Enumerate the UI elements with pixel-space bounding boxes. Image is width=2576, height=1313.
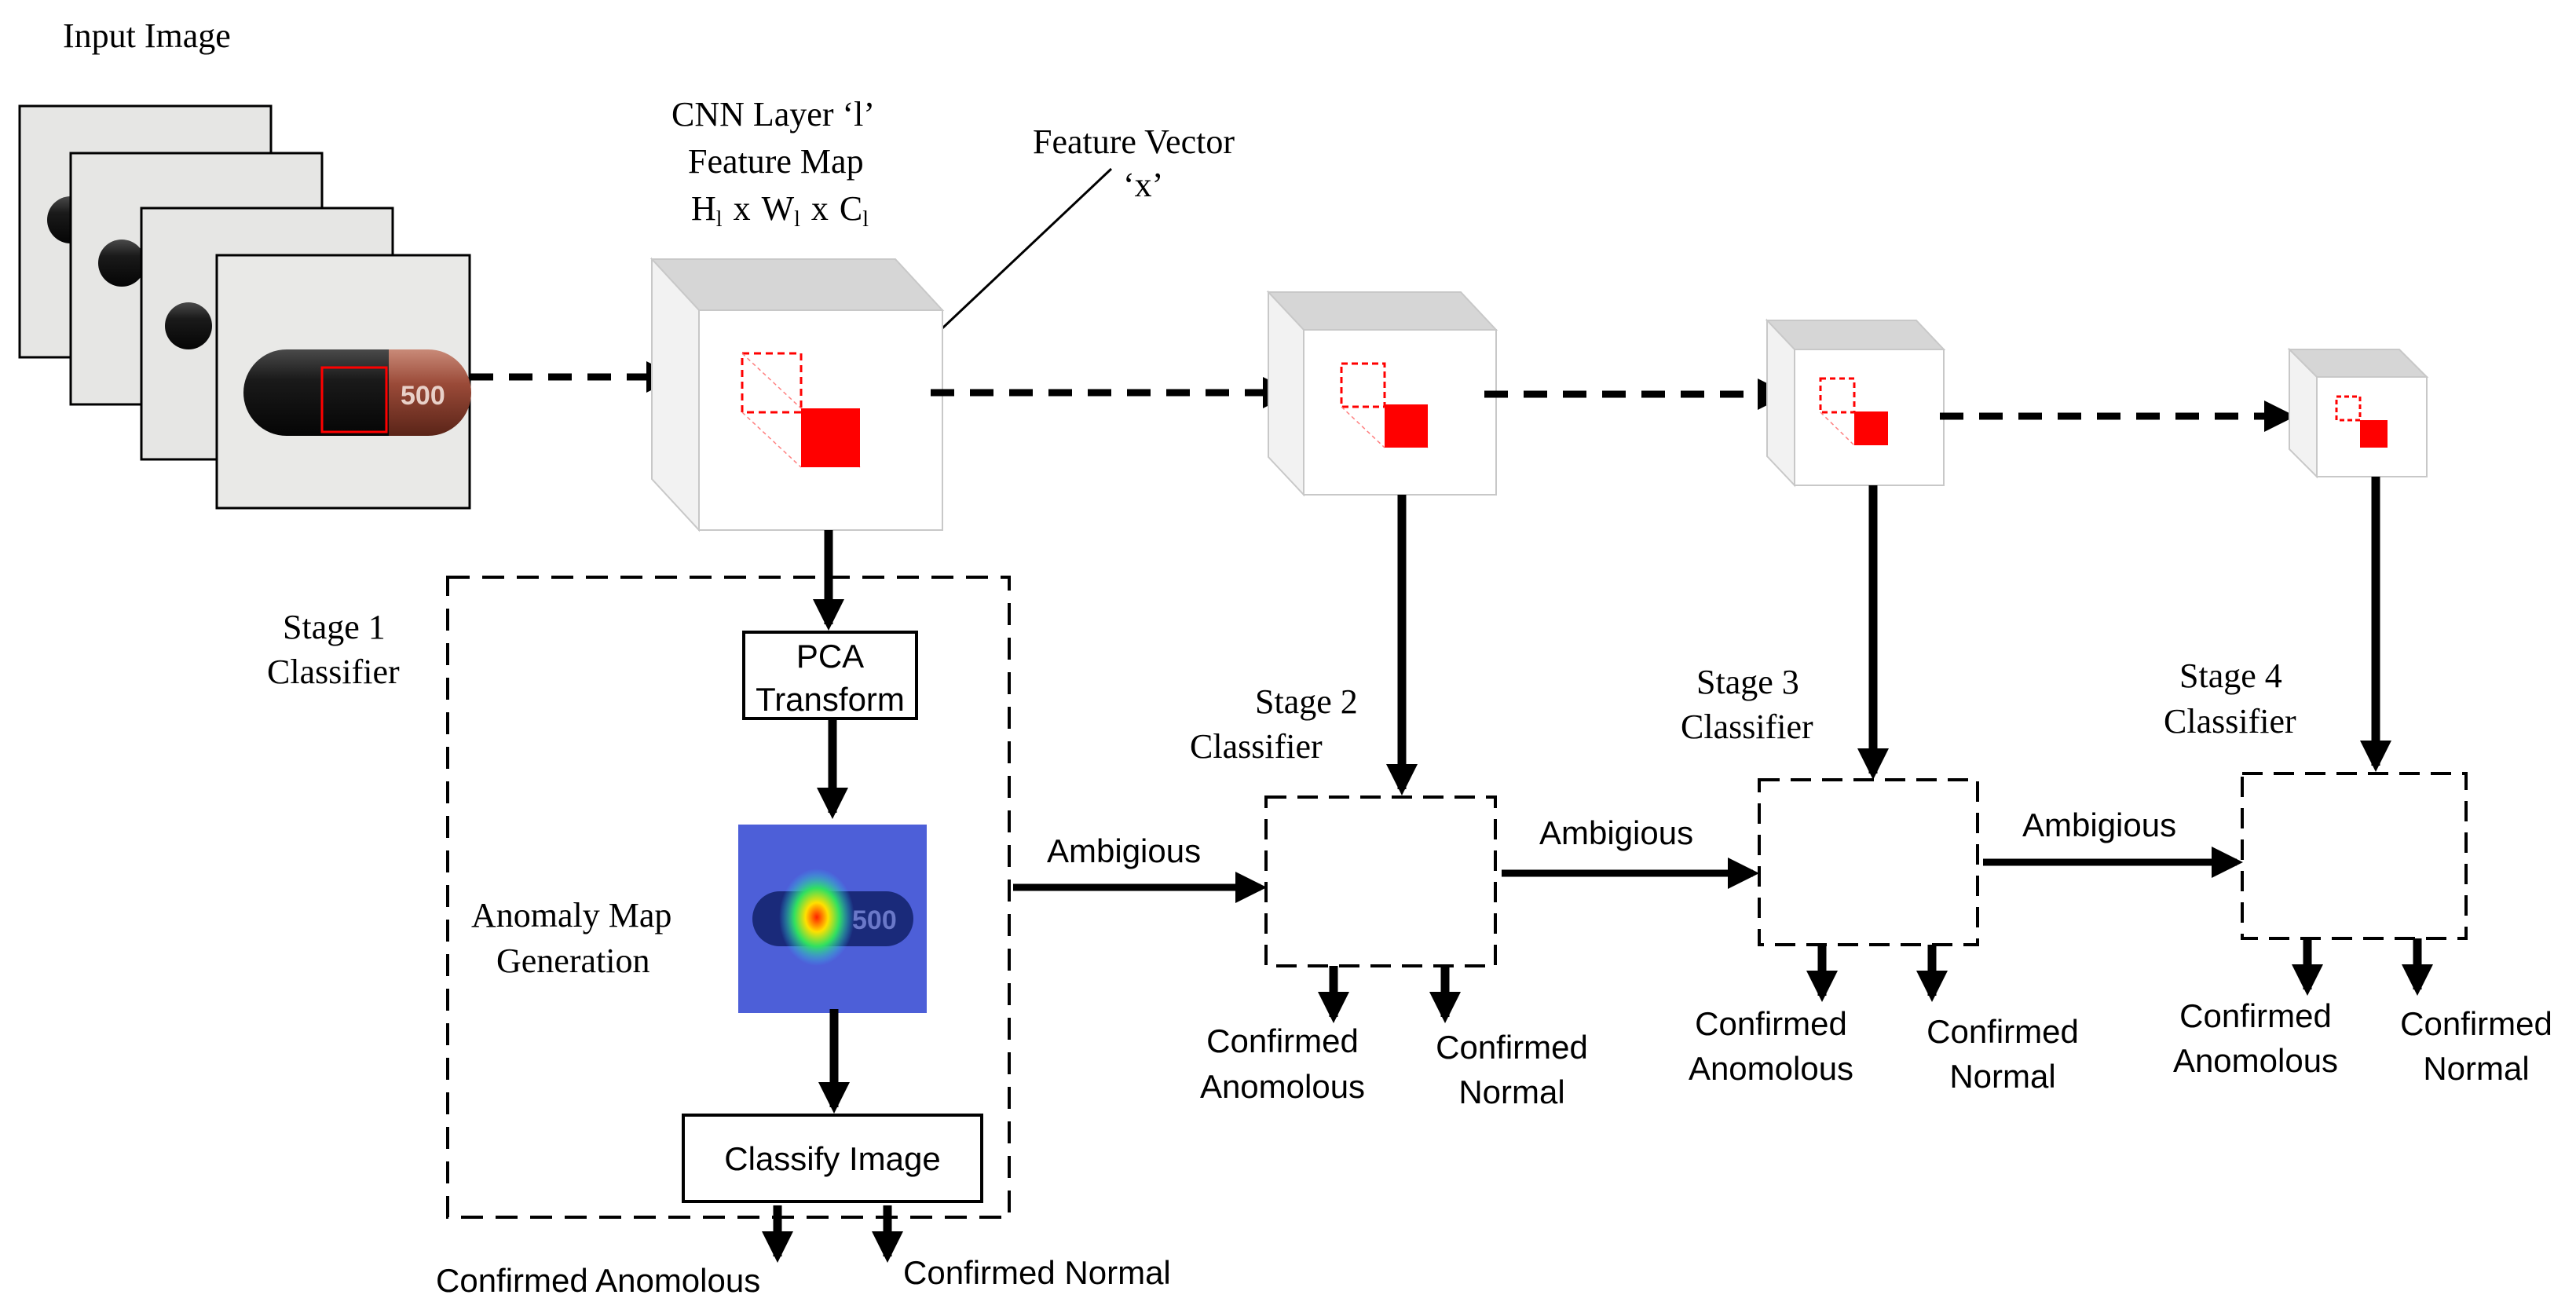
pca-label-2: Transform xyxy=(756,681,905,718)
stage1-out-normal: Confirmed Normal xyxy=(903,1254,1171,1291)
feature-vector-label-1: Feature Vector xyxy=(1033,123,1235,161)
stage2-anom-2: Anomolous xyxy=(1200,1068,1365,1105)
stage4-anom-2: Anomolous xyxy=(2173,1042,2338,1079)
stage1-boundary xyxy=(446,576,1011,1219)
stage4-anom-1: Confirmed xyxy=(2179,997,2332,1034)
feature-map-title-2: Feature Map xyxy=(688,142,864,181)
stage1-title-1: Stage 1 xyxy=(283,608,386,646)
feature-vector-cell xyxy=(801,408,860,467)
stage3-ambiguous-label: Ambigious xyxy=(1539,814,1693,851)
stage3-norm-2: Normal xyxy=(1949,1058,2055,1095)
stage2-norm-2: Normal xyxy=(1458,1073,1564,1110)
stage4-title-2: Classifier xyxy=(2164,702,2296,741)
stage3-norm-1: Confirmed xyxy=(1927,1013,2079,1050)
input-image-label: Input Image xyxy=(63,16,231,55)
stage2-ambiguous-label: Ambigious xyxy=(1047,832,1201,869)
stage3-title-1: Stage 3 xyxy=(1696,663,1799,701)
stage4-norm-2: Normal xyxy=(2423,1050,2529,1087)
input-image-stack: 500 xyxy=(18,104,471,510)
classify-image-label: Classify Image xyxy=(724,1140,940,1177)
anomaly-heatmap: 500 xyxy=(738,825,927,1013)
stage4-title-1: Stage 4 xyxy=(2179,656,2282,695)
capsule-print: 500 xyxy=(401,381,445,411)
stage3-title-2: Classifier xyxy=(1681,708,1813,746)
svg-text:500: 500 xyxy=(852,905,897,935)
feature-map-cube-3 xyxy=(1765,318,1946,488)
stage2-boundary xyxy=(1264,795,1497,967)
feature-map-title-1: CNN Layer ‘l’ xyxy=(671,95,875,133)
feature-map-cube-1 xyxy=(649,257,945,532)
stage1-out-anomalous: Confirmed Anomolous xyxy=(436,1262,760,1299)
source-patch xyxy=(741,352,803,414)
stage4-norm-1: Confirmed xyxy=(2400,1005,2552,1042)
feature-map-cube-2 xyxy=(1266,290,1498,497)
stage2-norm-1: Confirmed xyxy=(1436,1029,1588,1066)
anomaly-map-label-2: Generation xyxy=(496,942,649,980)
input-image-front: 500 xyxy=(215,254,471,510)
stage3-anom-2: Anomolous xyxy=(1689,1050,1853,1087)
feature-map-cube-4 xyxy=(2287,347,2429,479)
pca-transform-box xyxy=(742,631,918,720)
patch-highlight xyxy=(320,366,388,433)
stage2-title-1: Stage 2 xyxy=(1255,682,1358,721)
anomaly-map-label-1: Anomaly Map xyxy=(471,896,671,934)
stage4-ambiguous-label: Ambigious xyxy=(2022,806,2176,843)
stage4-boundary xyxy=(2241,772,2468,940)
pca-label-1: PCA xyxy=(796,638,864,675)
stage1-title-2: Classifier xyxy=(267,653,400,691)
stage3-boundary xyxy=(1758,778,1979,946)
feature-vector-label-2: ‘x’ xyxy=(1123,166,1163,204)
classify-image-box xyxy=(682,1114,983,1203)
stage3-anom-1: Confirmed xyxy=(1695,1005,1847,1042)
stage2-title-2: Classifier xyxy=(1190,727,1323,766)
stage2-anom-1: Confirmed xyxy=(1206,1022,1359,1059)
